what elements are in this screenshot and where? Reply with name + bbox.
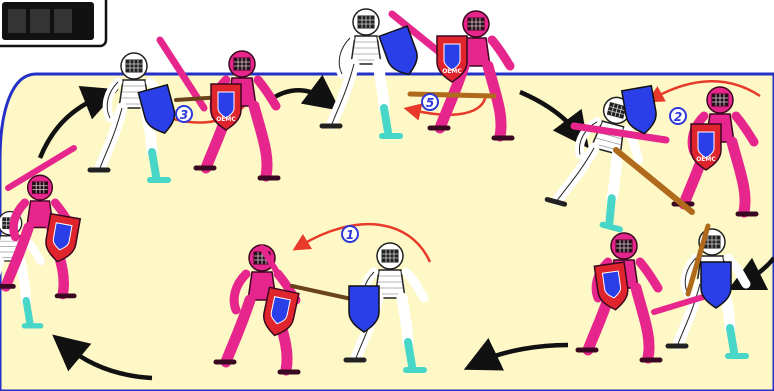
badge [0,0,108,48]
step-label-5: 5 [421,93,439,111]
svg-text:5: 5 [426,96,434,110]
svg-text:2: 2 [674,110,682,124]
svg-text:1: 1 [346,228,354,242]
motion-arrow-2 [646,80,761,103]
flow-arrow-top-left [37,85,119,159]
shield-tag: OEMC [442,68,462,75]
motion-arrow-1 [292,223,432,263]
flow-arrow-bottom-left [52,334,153,381]
scene-bottom-right [578,223,746,360]
scene-bottom-middle [216,243,424,372]
scene-left [0,145,81,326]
shield-tag: OEMC [696,156,716,163]
svg-text:3: 3 [180,108,188,122]
step-labels: 1 2 3 5 [175,93,687,243]
flow-arrow-top-middle [268,74,341,111]
step-label-3: 3 [175,105,193,123]
scene-right-top [545,86,756,230]
motion-arrow-5 [403,93,488,121]
flow-arrow-bottom-right [463,337,569,371]
step-label-2: 2 [669,107,687,125]
shield-tags: OEMC OEMC OEMC [216,68,716,163]
scene-top-middle [322,9,512,138]
step-label-1: 1 [341,225,359,243]
shield-tag: OEMC [216,116,236,123]
scene-top-left [90,36,278,180]
